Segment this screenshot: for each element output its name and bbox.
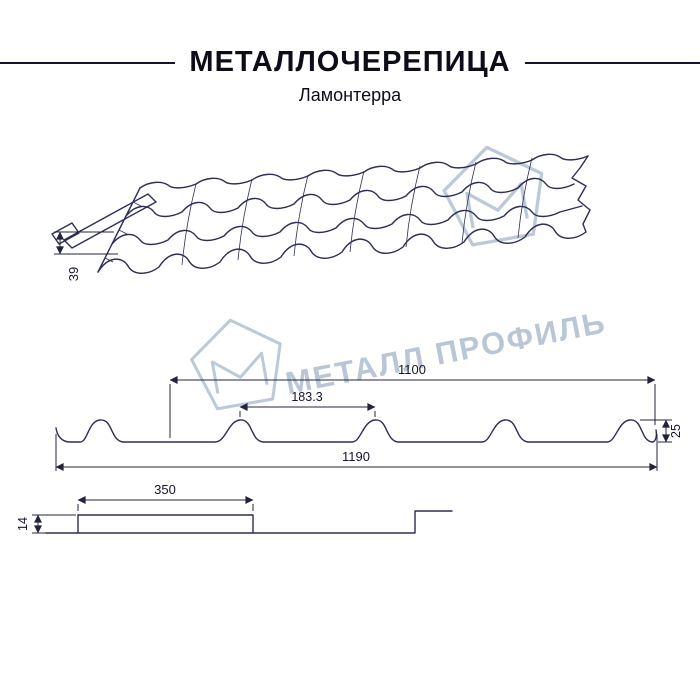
- dim-1100-label: 1100: [398, 362, 426, 377]
- dim-350-label: 350: [154, 482, 176, 497]
- dim-39-label: 39: [66, 267, 81, 281]
- technical-drawing: МЕТАЛЛ ПРОФИЛЬ 39: [16, 137, 683, 534]
- dim-350: 350: [77, 482, 254, 511]
- dim-14-label: 14: [16, 517, 30, 531]
- dim-14: 14: [16, 514, 76, 534]
- dim-25: 25: [640, 419, 683, 443]
- watermark-text: МЕТАЛЛ ПРОФИЛЬ: [283, 304, 610, 401]
- dim-1190-label: 1190: [342, 449, 370, 464]
- profile-cross-section: 1100 183.3 25 1190: [55, 362, 683, 471]
- dim-183: 183.3: [239, 390, 376, 417]
- title-rule-right: [524, 61, 700, 64]
- dim-1190: 1190: [55, 434, 658, 471]
- watermark-center: МЕТАЛЛ ПРОФИЛЬ: [184, 304, 610, 414]
- watermark-logo-top: [436, 137, 554, 250]
- page-subtitle: Ламонтерра: [298, 85, 402, 105]
- title-bar: МЕТАЛЛОЧЕРЕПИЦА: [0, 0, 700, 79]
- roof-perspective-drawing: [51, 153, 591, 274]
- dim-25-label: 25: [669, 424, 683, 438]
- title-rule-left: [0, 61, 176, 64]
- page-title: МЕТАЛЛОЧЕРЕПИЦА: [189, 46, 511, 78]
- overlap-profile: 350 14: [16, 482, 453, 534]
- dim-39: 39: [54, 231, 118, 281]
- header: МЕТАЛЛОЧЕРЕПИЦА Ламонтерра: [0, 0, 700, 106]
- dim-183-label: 183.3: [291, 390, 322, 404]
- dim-1100: 1100: [169, 362, 656, 438]
